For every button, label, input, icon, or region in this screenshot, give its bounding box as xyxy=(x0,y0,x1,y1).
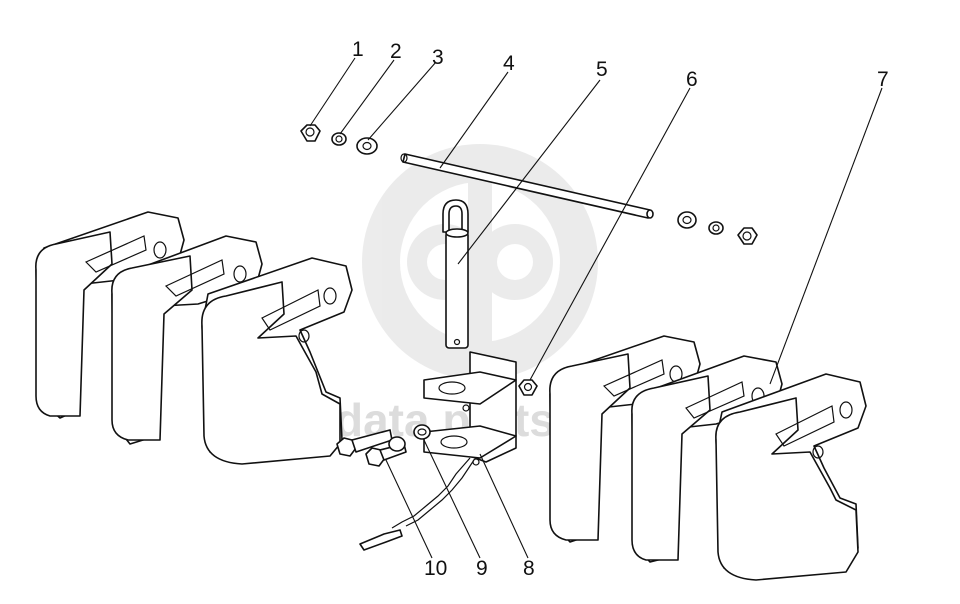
bolt-upper xyxy=(336,429,393,457)
watermark-logo xyxy=(362,144,598,380)
callout-6: 6 xyxy=(686,68,698,91)
flat-washer-top-left xyxy=(356,137,378,155)
lock-washer-top-left xyxy=(331,132,347,146)
safety-chain xyxy=(359,457,475,551)
ring-clip xyxy=(413,424,431,440)
leader-6 xyxy=(529,87,691,381)
lock-washer-right xyxy=(708,221,724,235)
callout-2: 2 xyxy=(390,40,402,63)
bolt-lower xyxy=(365,436,407,467)
leader-4 xyxy=(439,71,509,169)
hitch-bracket xyxy=(423,351,517,466)
nut-right xyxy=(737,227,758,245)
hitch-pin xyxy=(442,199,469,349)
flat-washer-right xyxy=(677,211,697,229)
leader-2 xyxy=(339,59,395,135)
callout-1: 1 xyxy=(352,38,364,61)
callout-7: 7 xyxy=(877,68,889,91)
callout-3: 3 xyxy=(432,46,444,69)
tie-rod xyxy=(400,153,654,219)
leader-7 xyxy=(769,87,883,385)
weight-left-front xyxy=(201,257,353,465)
leader-3 xyxy=(367,61,437,141)
leader-5 xyxy=(457,79,601,265)
callout-9: 9 xyxy=(476,557,488,580)
callout-8: 8 xyxy=(523,557,535,580)
nut-bracket xyxy=(518,379,538,396)
leader-10 xyxy=(385,459,433,559)
leader-1 xyxy=(309,57,356,127)
leader-9 xyxy=(423,439,481,559)
callout-5: 5 xyxy=(596,58,608,81)
leader-8 xyxy=(479,453,529,559)
weight-left-back xyxy=(35,211,185,419)
callout-4: 4 xyxy=(503,52,515,75)
callout-10: 10 xyxy=(424,557,447,580)
weight-right-front xyxy=(715,373,867,581)
nut-top-left xyxy=(300,124,321,142)
